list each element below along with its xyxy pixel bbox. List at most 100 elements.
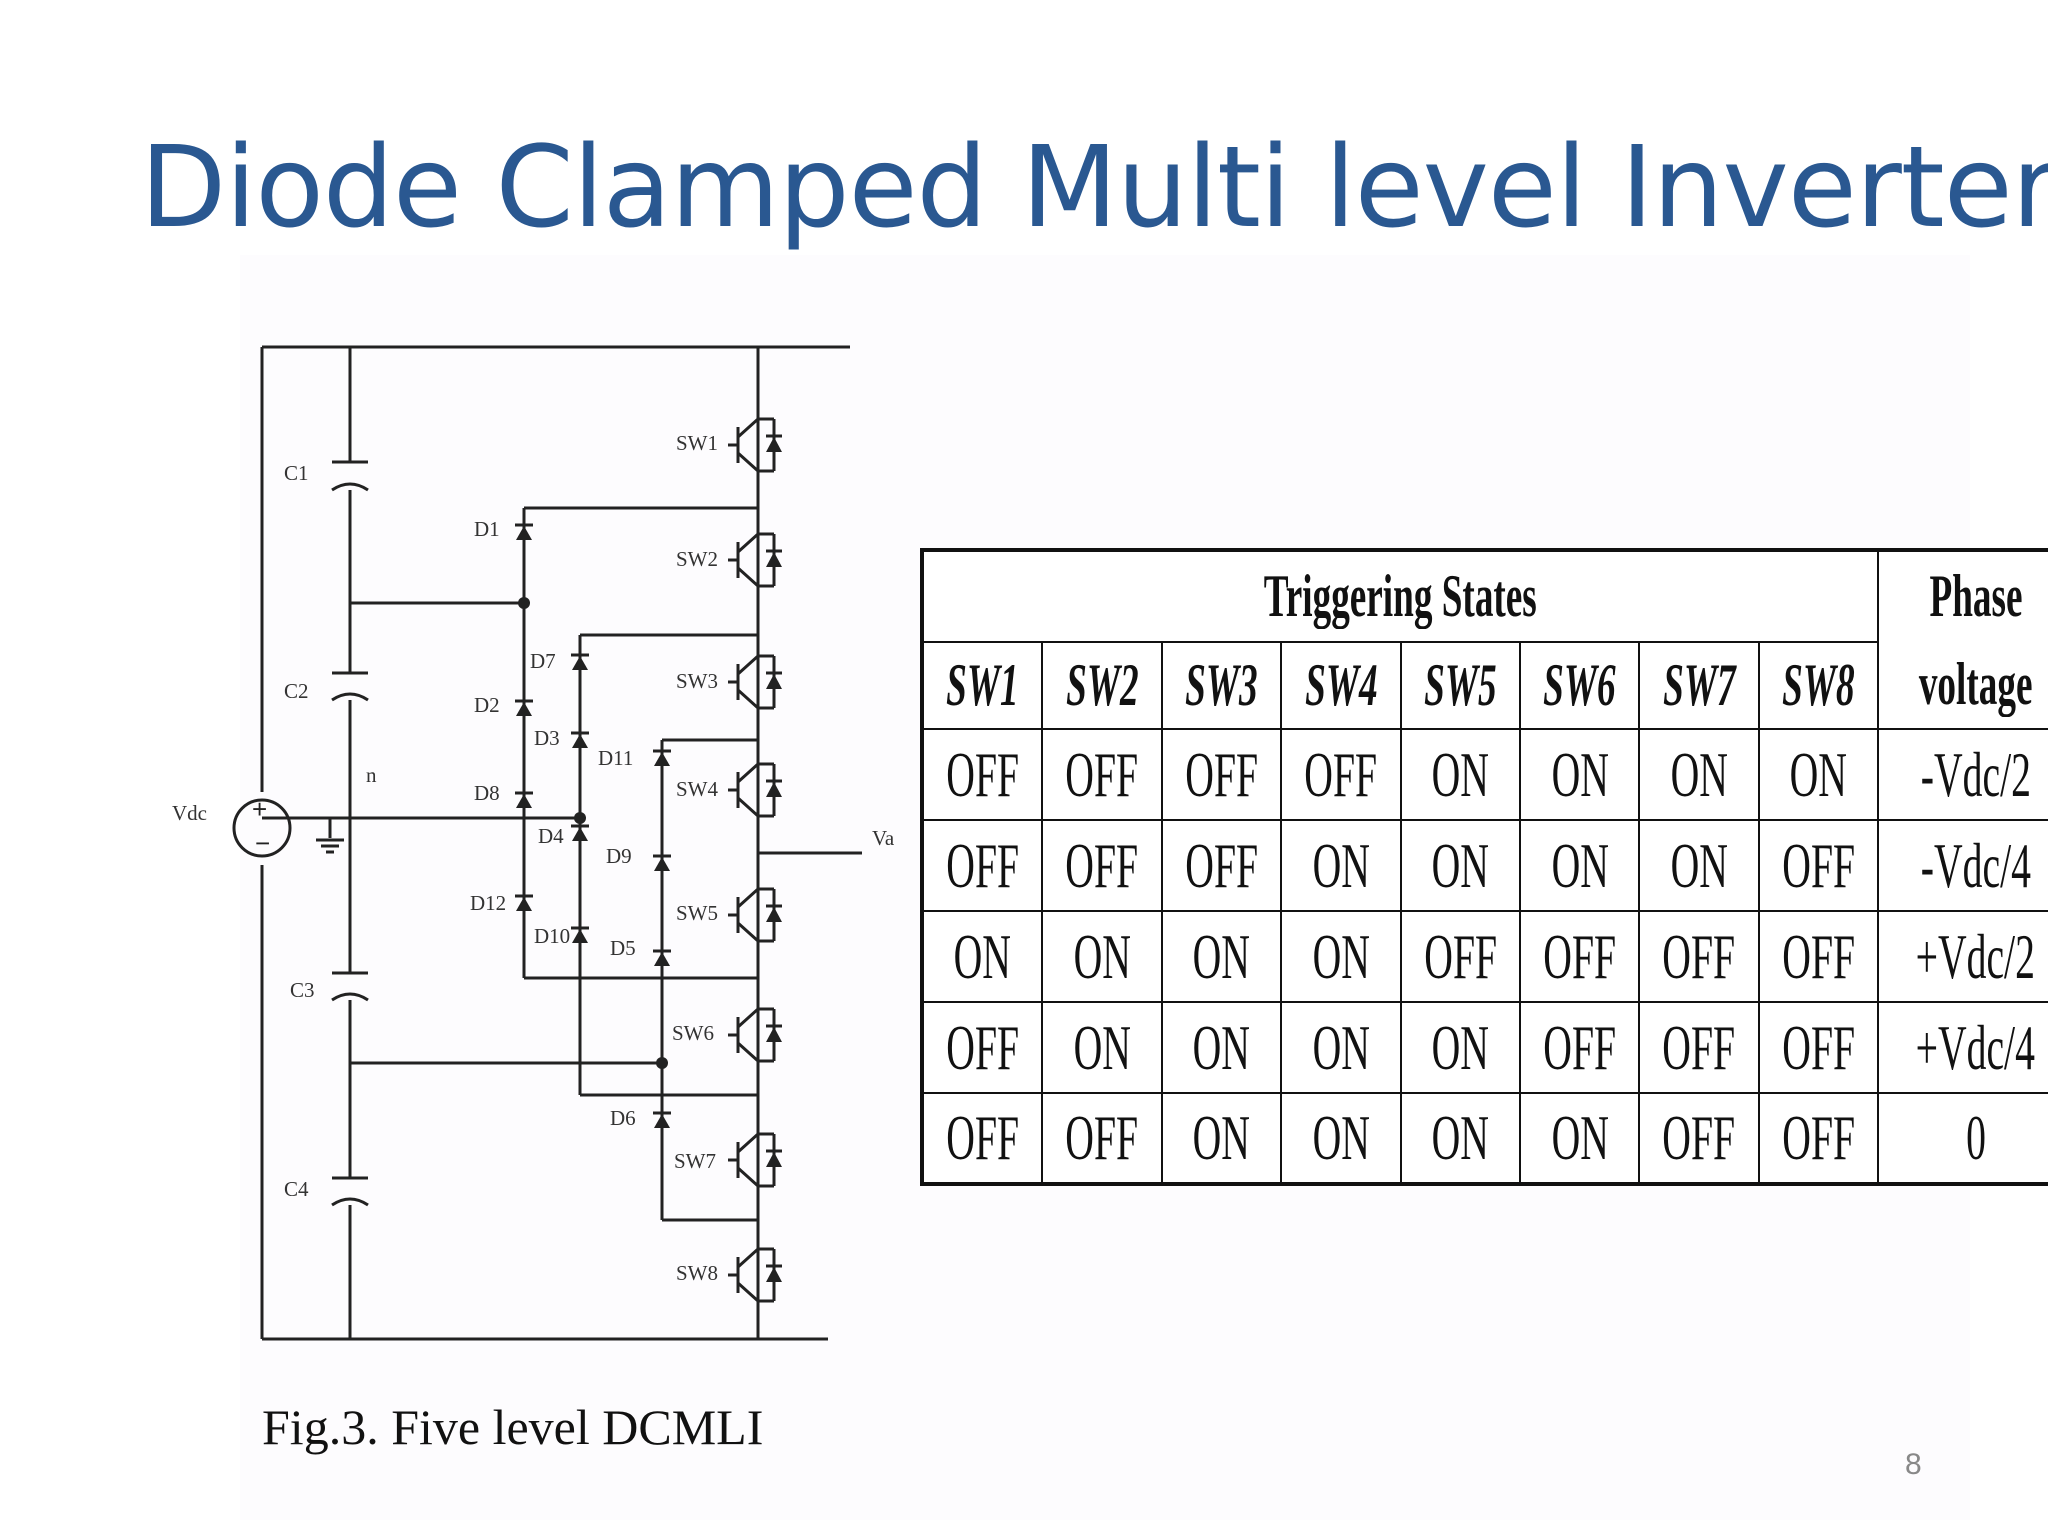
diode-label: D11 bbox=[598, 746, 633, 770]
diode-label: D4 bbox=[538, 824, 564, 848]
table-cell: ON bbox=[1399, 1001, 1522, 1094]
diode-icon bbox=[653, 854, 671, 871]
circuit-diagram: + − Vdc n Va C1 C2 C3 C4 SW1 SW2 SW3 SW4… bbox=[172, 345, 895, 1341]
switch-label: SW5 bbox=[676, 901, 718, 925]
table-cell: OFF bbox=[920, 1001, 1044, 1094]
table-cell: OFF bbox=[1160, 728, 1283, 821]
table-cell: ON bbox=[1041, 910, 1163, 1003]
table-cell: ON bbox=[920, 910, 1044, 1003]
diode-label: D9 bbox=[606, 844, 632, 868]
output-label: Va bbox=[872, 826, 895, 850]
table-cell: ON bbox=[1160, 910, 1283, 1003]
diode-icon bbox=[515, 699, 533, 716]
capacitor-label: C4 bbox=[284, 1177, 309, 1201]
phase-voltage-cell: +Vdc/4 bbox=[1877, 1001, 2048, 1094]
table-cell: OFF bbox=[1638, 1092, 1760, 1185]
diode-icon bbox=[571, 824, 589, 841]
switch-label: SW6 bbox=[672, 1021, 714, 1045]
table-row: OFF OFF OFF ON ON ON ON OFF -Vdc/4 bbox=[920, 819, 2048, 912]
switch-label: SW7 bbox=[674, 1149, 716, 1173]
triggering-states-header: Triggering States bbox=[920, 549, 1880, 643]
table-cell: OFF bbox=[1160, 819, 1283, 912]
table-cell: ON bbox=[1280, 1001, 1402, 1094]
figure-caption: Fig.3. Five level DCMLI bbox=[262, 1399, 764, 1455]
igbt-switch-icon bbox=[728, 762, 782, 818]
table-cell: OFF bbox=[920, 1092, 1044, 1185]
table-cell: OFF bbox=[1519, 1001, 1641, 1094]
diode-icon bbox=[515, 894, 533, 911]
column-header: SW3 bbox=[1160, 640, 1283, 731]
column-header: SW4 bbox=[1280, 640, 1402, 731]
table-cell: OFF bbox=[920, 819, 1044, 912]
igbt-switch-icon bbox=[728, 417, 782, 473]
diode-icon bbox=[571, 731, 589, 748]
table-cell: OFF bbox=[1280, 728, 1402, 821]
table-cell: ON bbox=[1519, 1092, 1641, 1185]
phase-voltage-header: Phase voltage bbox=[1877, 549, 2048, 730]
capacitor-label: C3 bbox=[290, 978, 315, 1002]
table-cell: ON bbox=[1280, 910, 1402, 1003]
table-cell: ON bbox=[1160, 1001, 1283, 1094]
column-header: SW8 bbox=[1757, 640, 1880, 731]
diode-label: D12 bbox=[470, 891, 506, 915]
diode-icon bbox=[571, 926, 589, 943]
svg-text:−: − bbox=[255, 828, 270, 858]
column-header: SW7 bbox=[1638, 640, 1760, 731]
diode-icon bbox=[653, 1111, 671, 1128]
table-cell: ON bbox=[1519, 819, 1641, 912]
switch-label: SW2 bbox=[676, 547, 718, 571]
table-cell: OFF bbox=[1757, 819, 1880, 912]
table-cell: OFF bbox=[1041, 728, 1163, 821]
neutral-label: n bbox=[366, 763, 377, 787]
table-cell: OFF bbox=[1757, 1001, 1880, 1094]
table-cell: ON bbox=[1638, 728, 1760, 821]
igbt-switch-icon bbox=[728, 654, 782, 710]
igbt-switch-icon bbox=[728, 1132, 782, 1188]
diode-label: D10 bbox=[534, 924, 570, 948]
diode-label: D2 bbox=[474, 693, 500, 717]
table-cell: ON bbox=[1041, 1001, 1163, 1094]
table-cell: ON bbox=[1399, 819, 1522, 912]
slide-title: Diode Clamped Multi level Inverter bbox=[140, 123, 2048, 253]
table-row: OFF OFF ON ON ON ON OFF OFF 0 bbox=[920, 1092, 2048, 1185]
switch-label: SW3 bbox=[676, 669, 718, 693]
table-cell: OFF bbox=[1041, 1092, 1163, 1185]
diode-label: D3 bbox=[534, 726, 560, 750]
page-number: 8 bbox=[1905, 1448, 1922, 1481]
capacitor-label: C2 bbox=[284, 679, 309, 703]
svg-text:+: + bbox=[252, 794, 267, 824]
table-cell: OFF bbox=[1399, 910, 1522, 1003]
diode-icon bbox=[515, 791, 533, 808]
diode-label: D6 bbox=[610, 1106, 636, 1130]
switch-label: SW4 bbox=[676, 777, 719, 801]
column-header: SW2 bbox=[1041, 640, 1163, 731]
table-cell: ON bbox=[1280, 1092, 1402, 1185]
column-header: SW1 bbox=[920, 640, 1044, 731]
table-cell: OFF bbox=[1638, 910, 1760, 1003]
phase-voltage-cell: 0 bbox=[1877, 1092, 2048, 1185]
switch-label: SW1 bbox=[676, 431, 718, 455]
table-cell: ON bbox=[1757, 728, 1880, 821]
table-cell: OFF bbox=[920, 728, 1044, 821]
capacitor-label: C1 bbox=[284, 461, 309, 485]
switch-label: SW8 bbox=[676, 1261, 718, 1285]
table-cell: OFF bbox=[1757, 1092, 1880, 1185]
switching-states-table: Triggering States Phase voltage SW1 SW2 … bbox=[920, 548, 2048, 1186]
table-cell: ON bbox=[1638, 819, 1760, 912]
diode-icon bbox=[515, 523, 533, 540]
igbt-switch-icon bbox=[728, 887, 782, 943]
column-header: SW6 bbox=[1519, 640, 1641, 731]
diode-icon bbox=[653, 949, 671, 966]
diode-label: D1 bbox=[474, 517, 500, 541]
table-cell: OFF bbox=[1638, 1001, 1760, 1094]
diode-label: D7 bbox=[530, 649, 556, 673]
igbt-switch-icon bbox=[728, 532, 782, 588]
phase-voltage-cell: -Vdc/4 bbox=[1877, 819, 2048, 912]
table-cell: ON bbox=[1399, 1092, 1522, 1185]
source-label: Vdc bbox=[172, 801, 207, 825]
table-row: OFF ON ON ON ON OFF OFF OFF +Vdc/4 bbox=[920, 1001, 2048, 1094]
igbt-switch-icon bbox=[728, 1007, 782, 1063]
table-cell: OFF bbox=[1757, 910, 1880, 1003]
table-cell: ON bbox=[1519, 728, 1641, 821]
column-header: SW5 bbox=[1399, 640, 1522, 731]
